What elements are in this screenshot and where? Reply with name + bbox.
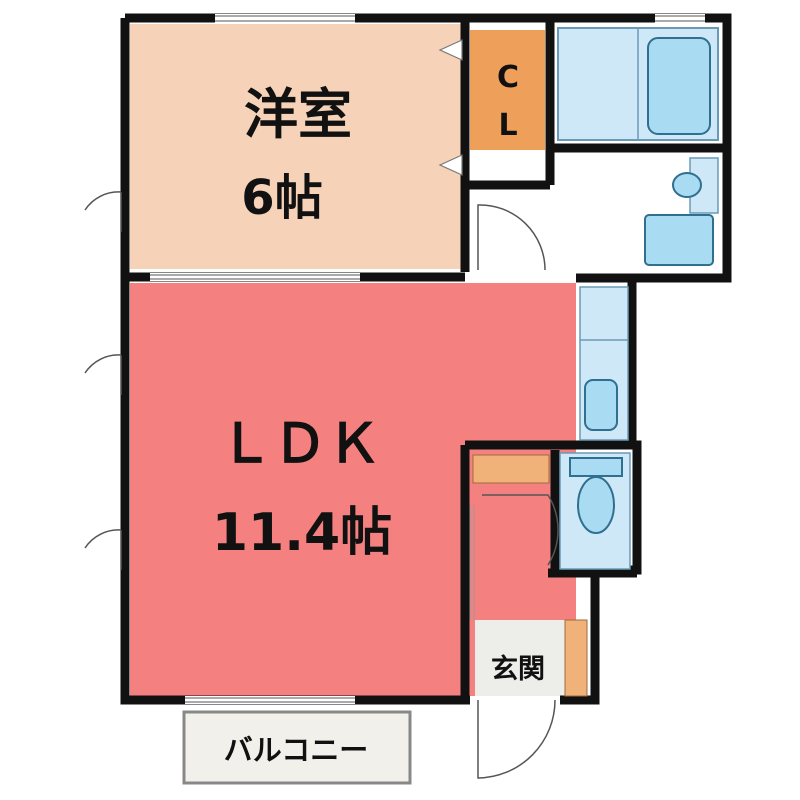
toilet-tank xyxy=(569,457,623,477)
toilet-bowl xyxy=(577,476,615,534)
kitchen-sink xyxy=(584,379,618,431)
cabinet-strip xyxy=(472,454,550,484)
small-sink xyxy=(672,172,702,198)
western-room-size: 6帖 xyxy=(241,170,322,226)
windows xyxy=(150,14,705,704)
bathtub-basin xyxy=(647,37,711,135)
closet-label-bottom: L xyxy=(498,108,517,143)
entrance-cabinet xyxy=(564,619,588,697)
washbasin xyxy=(644,214,714,266)
balcony-label: バルコニー xyxy=(224,733,368,767)
entrance-floor xyxy=(475,620,565,696)
closet-label-top: C xyxy=(497,60,519,95)
entrance-label: 玄関 xyxy=(491,653,545,685)
closet-door-symbols xyxy=(438,39,463,176)
balcony-floor xyxy=(182,710,412,785)
western-room-name: 洋室 xyxy=(244,83,352,146)
side-window-symbols xyxy=(84,191,122,570)
ldk-name: ＬＤＫ xyxy=(219,412,381,475)
ldk-size: 11.4帖 xyxy=(212,503,392,563)
door-swings xyxy=(477,204,559,779)
western-room-floor xyxy=(130,24,465,269)
